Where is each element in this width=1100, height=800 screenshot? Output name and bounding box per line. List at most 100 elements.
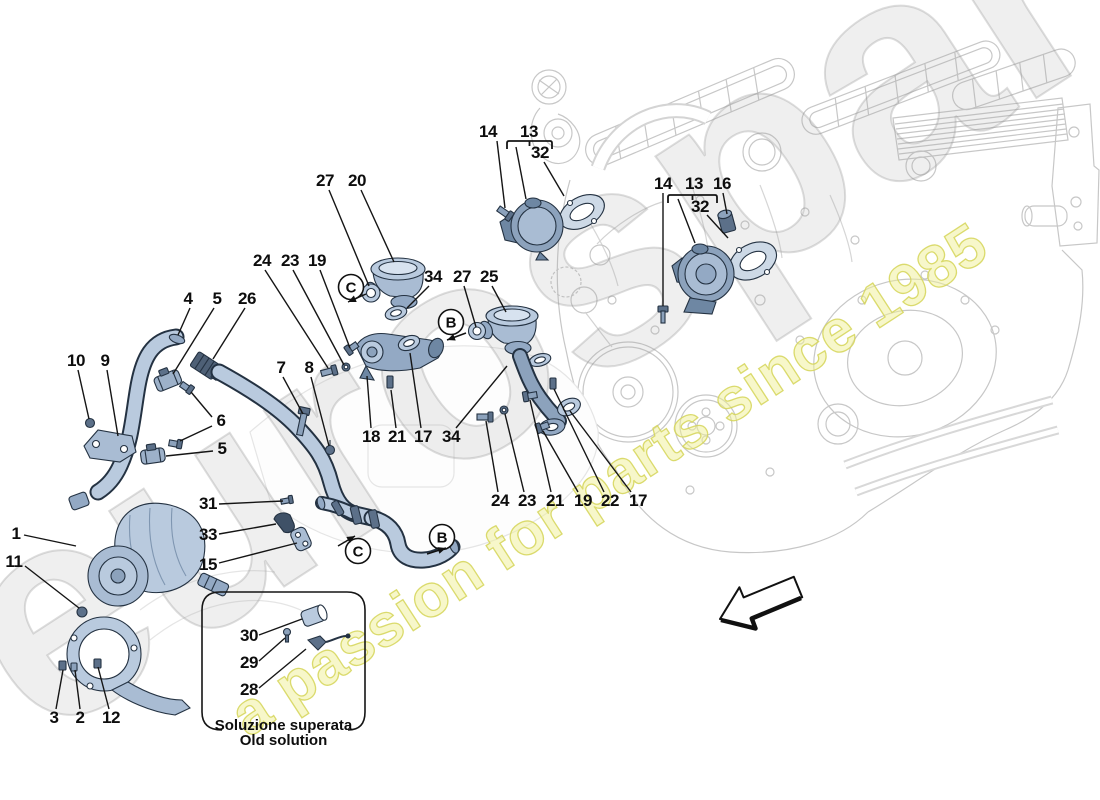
bolt-19b-part xyxy=(534,421,551,435)
leader-line xyxy=(258,637,286,662)
nut-10-part xyxy=(84,417,96,429)
callout-12[interactable]: 12 xyxy=(101,708,121,727)
leader-line xyxy=(258,648,307,689)
leader-line xyxy=(179,425,213,442)
callout-14[interactable]: 14 xyxy=(478,122,498,141)
view-marker-letter-C: C xyxy=(353,543,364,560)
elbow-33-part xyxy=(273,512,295,534)
view-marker-arrowhead xyxy=(348,295,357,302)
callout-11[interactable]: 11 xyxy=(5,552,23,571)
callout-18[interactable]: 18 xyxy=(361,427,381,446)
callout-33[interactable]: 33 xyxy=(198,525,218,544)
air-pump-1-part xyxy=(68,491,230,607)
leader-line xyxy=(569,410,632,493)
sensor-28-part xyxy=(306,633,351,651)
callout-10[interactable]: 10 xyxy=(66,351,86,370)
callout-32[interactable]: 32 xyxy=(690,197,710,216)
leader-line xyxy=(553,388,605,493)
bolt-24a-part xyxy=(319,364,339,378)
callout-8[interactable]: 8 xyxy=(304,358,314,377)
view-marker-circle-B xyxy=(437,308,465,336)
callout-27[interactable]: 27 xyxy=(315,171,335,190)
bolt-6b-part xyxy=(167,438,184,450)
callout-23[interactable]: 23 xyxy=(280,251,300,270)
leader-line xyxy=(360,189,395,263)
callout-21[interactable]: 21 xyxy=(545,491,565,510)
bracket-9-part xyxy=(83,429,137,463)
callout-21[interactable]: 21 xyxy=(387,427,407,446)
callout-5[interactable]: 5 xyxy=(217,439,227,458)
callout-34[interactable]: 34 xyxy=(441,427,461,446)
leader-line xyxy=(406,285,430,309)
callout-28[interactable]: 28 xyxy=(239,680,259,699)
old-solution-title-en: Old solution xyxy=(239,732,328,749)
callout-24[interactable]: 24 xyxy=(490,491,510,510)
leader-line xyxy=(24,565,80,609)
bolt-14a-part xyxy=(495,205,515,222)
leader-line xyxy=(542,430,579,493)
leader-line xyxy=(515,146,527,200)
nut-11-part xyxy=(76,606,88,618)
callout-7[interactable]: 7 xyxy=(276,358,286,377)
callout-22[interactable]: 22 xyxy=(600,491,620,510)
callout-17[interactable]: 17 xyxy=(628,491,648,510)
callout-25[interactable]: 25 xyxy=(479,267,499,286)
callout-27[interactable]: 27 xyxy=(452,267,472,286)
leader-line xyxy=(212,307,246,360)
callout-24[interactable]: 24 xyxy=(252,251,272,270)
callout-17[interactable]: 17 xyxy=(413,427,433,446)
cam-cover-right xyxy=(801,40,1001,135)
callout-31[interactable]: 31 xyxy=(198,494,218,513)
screw-29-part xyxy=(282,627,292,643)
callout-20[interactable]: 20 xyxy=(347,171,367,190)
filler-cap xyxy=(531,69,567,105)
callout-13[interactable]: 13 xyxy=(519,122,539,141)
leader-line xyxy=(177,307,191,336)
callout-19[interactable]: 19 xyxy=(573,491,593,510)
engine-mount-bracket xyxy=(1021,103,1100,247)
bolt-6a-part xyxy=(178,380,195,395)
callout-14[interactable]: 14 xyxy=(653,174,673,193)
leader-line xyxy=(677,198,696,244)
callout-4[interactable]: 4 xyxy=(183,289,193,308)
callout-16[interactable]: 16 xyxy=(712,174,732,193)
direction-arrow xyxy=(719,575,804,631)
callout-32[interactable]: 32 xyxy=(530,143,550,162)
callout-34[interactable]: 34 xyxy=(423,267,443,286)
callout-5[interactable]: 5 xyxy=(212,289,222,308)
leader-line xyxy=(529,399,552,493)
view-marker-arrowhead xyxy=(447,333,456,341)
callout-2[interactable]: 2 xyxy=(75,708,85,727)
callout-30[interactable]: 30 xyxy=(239,626,259,645)
view-marker-letter-B: B xyxy=(446,314,457,331)
view-marker-arrowhead xyxy=(346,536,355,544)
old-solution-title-it: Soluzione superata xyxy=(214,717,353,734)
callout-6[interactable]: 6 xyxy=(216,411,226,430)
group-bracket xyxy=(667,194,718,203)
bolt-24b-part xyxy=(476,411,494,423)
leader-line xyxy=(165,450,214,457)
cap-30-part xyxy=(300,604,328,627)
callout-9[interactable]: 9 xyxy=(100,351,110,370)
leader-line xyxy=(496,140,506,209)
hose-26-part xyxy=(210,363,461,569)
callout-19[interactable]: 19 xyxy=(307,251,327,270)
leader-line xyxy=(218,500,284,505)
view-marker-letter-C: C xyxy=(346,279,357,296)
callout-13[interactable]: 13 xyxy=(684,174,704,193)
pump-13-left-part xyxy=(499,194,605,261)
leader-line xyxy=(258,618,303,636)
callout-3[interactable]: 3 xyxy=(49,708,59,727)
intercooler xyxy=(892,97,1069,161)
callout-23[interactable]: 23 xyxy=(517,491,537,510)
ring-34a-part xyxy=(384,305,408,321)
callout-1[interactable]: 1 xyxy=(11,524,21,543)
old-solution-box-border xyxy=(201,591,366,731)
leader-line xyxy=(463,285,477,328)
leader-line xyxy=(190,391,213,418)
leader-line xyxy=(319,269,351,349)
callout-15[interactable]: 15 xyxy=(198,555,218,574)
callout-29[interactable]: 29 xyxy=(239,653,259,672)
callout-26[interactable]: 26 xyxy=(237,289,257,308)
